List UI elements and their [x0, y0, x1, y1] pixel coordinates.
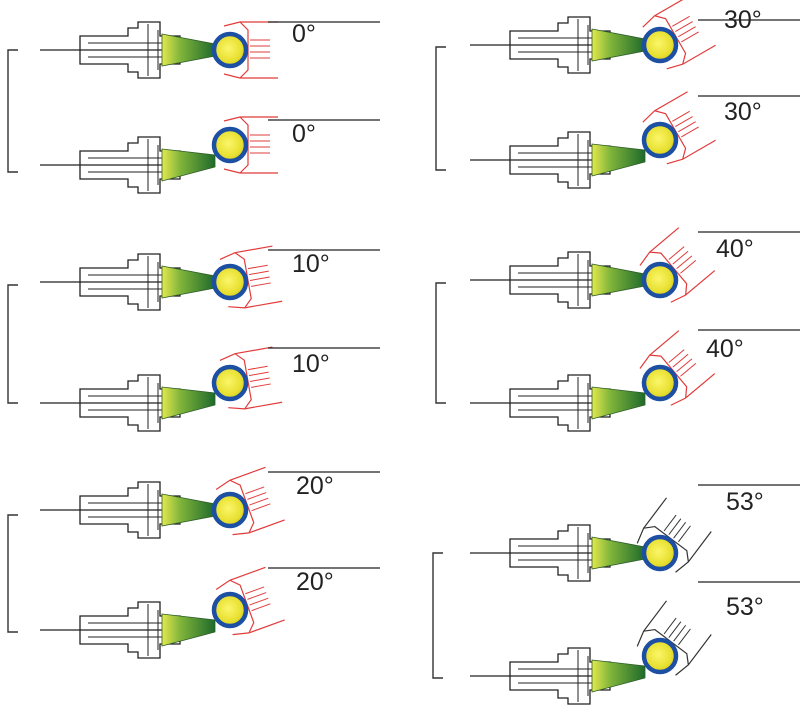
tool-unit: 40° [470, 227, 800, 309]
tool-holder-outline [79, 136, 181, 194]
tool-unit: 53° [470, 484, 800, 582]
tool-unit: 40° [470, 329, 800, 432]
tool-holder-outline [79, 481, 181, 539]
angle-label: 40° [716, 235, 754, 263]
blue-ringed-yellow-ball [641, 261, 679, 299]
tool-unit: 10° [40, 346, 380, 432]
tool-holder-outline [509, 131, 611, 189]
tool-unit: 10° [40, 245, 380, 311]
angle-label: 0° [292, 120, 316, 148]
tool-unit: 53° [470, 581, 800, 705]
blue-ringed-yellow-ball [211, 364, 249, 402]
group-30: 30° 30° [435, 0, 800, 189]
blue-ringed-yellow-ball [211, 126, 249, 164]
group-0: 0° 0° [7, 20, 380, 194]
seat-outline [639, 227, 716, 303]
seat-outline [642, 0, 716, 70]
tool-unit: 0° [40, 20, 380, 79]
blue-ringed-yellow-ball [211, 31, 249, 69]
green-gradient-nozzle [161, 33, 216, 67]
tool-unit: 30° [470, 91, 800, 189]
seat-outline [223, 116, 278, 174]
tool-unit: 30° [470, 0, 800, 74]
green-gradient-nozzle [591, 143, 646, 177]
tool-holder-outline [79, 21, 181, 79]
group-40: 40° 40° [435, 227, 800, 432]
blue-ringed-yellow-ball [641, 637, 679, 675]
tool-unit: 20° [40, 466, 380, 539]
tool-unit: 20° [40, 566, 380, 659]
angle-label: 30° [724, 98, 762, 126]
group-bracket [7, 49, 18, 173]
angle-label: 53° [726, 593, 764, 621]
tool-holder-outline [79, 374, 181, 432]
tool-holder-outline [79, 253, 181, 311]
green-gradient-nozzle [591, 28, 646, 62]
group-bracket [7, 514, 18, 633]
angle-label: 20° [296, 568, 334, 596]
green-gradient-nozzle [591, 263, 646, 297]
tool-holder-outline [509, 16, 611, 74]
tool-holder-outline [79, 601, 181, 659]
angle-label: 30° [724, 6, 762, 34]
group-bracket [432, 552, 443, 679]
green-gradient-nozzle [161, 265, 216, 299]
tool-holder-outline [509, 251, 611, 309]
green-gradient-nozzle [161, 148, 216, 182]
blue-ringed-yellow-ball [641, 121, 679, 159]
tool-holder-outline [509, 374, 611, 432]
green-gradient-nozzle [591, 386, 646, 420]
group-bracket [7, 284, 18, 404]
tool-holder-outline [509, 647, 611, 705]
green-gradient-nozzle [591, 659, 646, 693]
angle-label: 20° [296, 472, 334, 500]
group-bracket [435, 282, 446, 404]
tool-holder-outline [509, 524, 611, 582]
blue-ringed-yellow-ball [211, 491, 249, 529]
blue-ringed-yellow-ball [641, 26, 679, 64]
green-gradient-nozzle [161, 493, 216, 527]
group-53: 53° 53° [432, 484, 800, 705]
angle-label: 10° [292, 250, 330, 278]
angle-label: 53° [726, 488, 764, 516]
green-gradient-nozzle [161, 386, 216, 420]
blue-ringed-yellow-ball [641, 364, 679, 402]
group-20: 20° 20° [7, 466, 380, 659]
angle-label: 10° [292, 350, 330, 378]
tool-unit: 0° [40, 116, 380, 194]
blue-ringed-yellow-ball [641, 534, 679, 572]
angle-label: 40° [706, 335, 744, 363]
blue-ringed-yellow-ball [211, 591, 249, 629]
angle-label: 0° [292, 20, 316, 48]
blue-ringed-yellow-ball [211, 263, 249, 301]
green-gradient-nozzle [161, 613, 216, 647]
green-gradient-nozzle [591, 536, 646, 570]
group-10: 10° 10° [7, 245, 380, 432]
group-bracket [435, 46, 446, 171]
